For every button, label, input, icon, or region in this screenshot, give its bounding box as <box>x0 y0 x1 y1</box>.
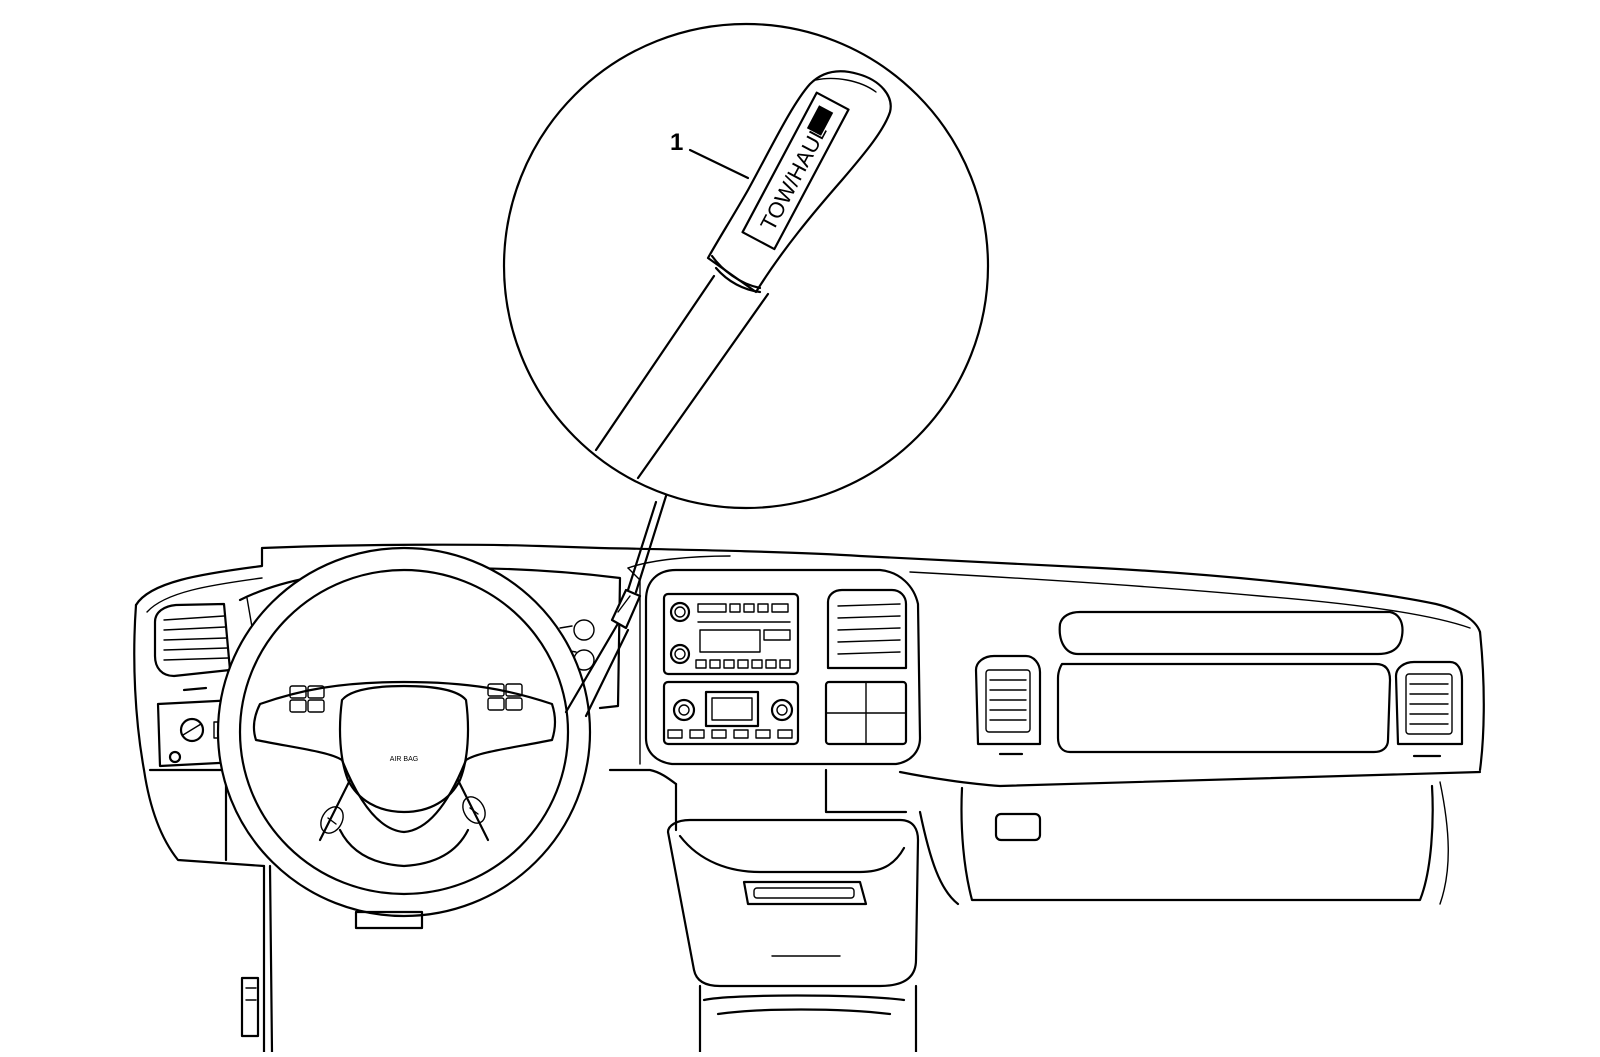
radio-unit <box>662 592 800 676</box>
switch-block <box>824 680 908 746</box>
column-shift-lever <box>564 494 668 718</box>
console-cupholder <box>742 880 868 906</box>
climate-control <box>662 680 800 746</box>
glove-box-latch <box>994 812 1042 842</box>
steering-wheel: AIR BAG <box>216 546 592 930</box>
center-console <box>666 768 920 1054</box>
callout-number: 1 <box>670 129 683 156</box>
passenger-air-vent <box>974 654 1042 756</box>
right-spoke-controls <box>487 683 523 711</box>
lower-spoke-controls <box>320 796 486 834</box>
center-stack <box>627 555 922 766</box>
tow-haul-indicator <box>806 105 834 136</box>
passenger-airbag-panel <box>1056 610 1404 754</box>
hood-release <box>240 976 260 1038</box>
callout-leader-line <box>688 148 750 180</box>
detail-magnifier: TOW/HAUL 1 <box>502 22 990 510</box>
center-air-vent <box>826 588 908 670</box>
airbag-label: AIR BAG <box>390 756 418 763</box>
right-side-air-vent <box>1394 660 1464 758</box>
left-air-vent <box>153 602 232 692</box>
left-spoke-controls <box>289 685 325 713</box>
